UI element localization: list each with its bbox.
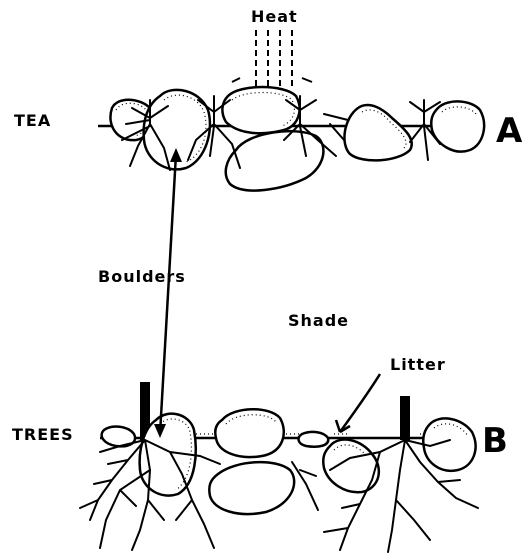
heat-rays	[232, 30, 312, 90]
boulders-pointer	[154, 148, 182, 438]
litter-label: Litter	[390, 355, 446, 374]
panel-b-letter: B	[482, 421, 508, 461]
boulder-b4	[299, 432, 329, 447]
panel-a-scene	[98, 30, 484, 191]
shade-label: Shade	[288, 311, 349, 330]
tree-trunk-right	[400, 396, 410, 440]
litter-pointer-line	[340, 374, 380, 432]
panel-a-letter: A	[496, 111, 523, 151]
boulder-a5	[344, 105, 411, 160]
boulders-label: Boulders	[98, 267, 186, 286]
boulder-b3	[215, 409, 284, 457]
panel-b-scene	[80, 374, 478, 552]
boulder-b5	[209, 462, 294, 514]
boulder-b7	[423, 418, 475, 470]
tea-label: TEA	[14, 111, 51, 130]
boulder-a4	[226, 131, 324, 190]
trees-label: TREES	[12, 425, 74, 444]
heat-label: Heat	[251, 7, 298, 26]
boulder-a3	[222, 87, 299, 133]
